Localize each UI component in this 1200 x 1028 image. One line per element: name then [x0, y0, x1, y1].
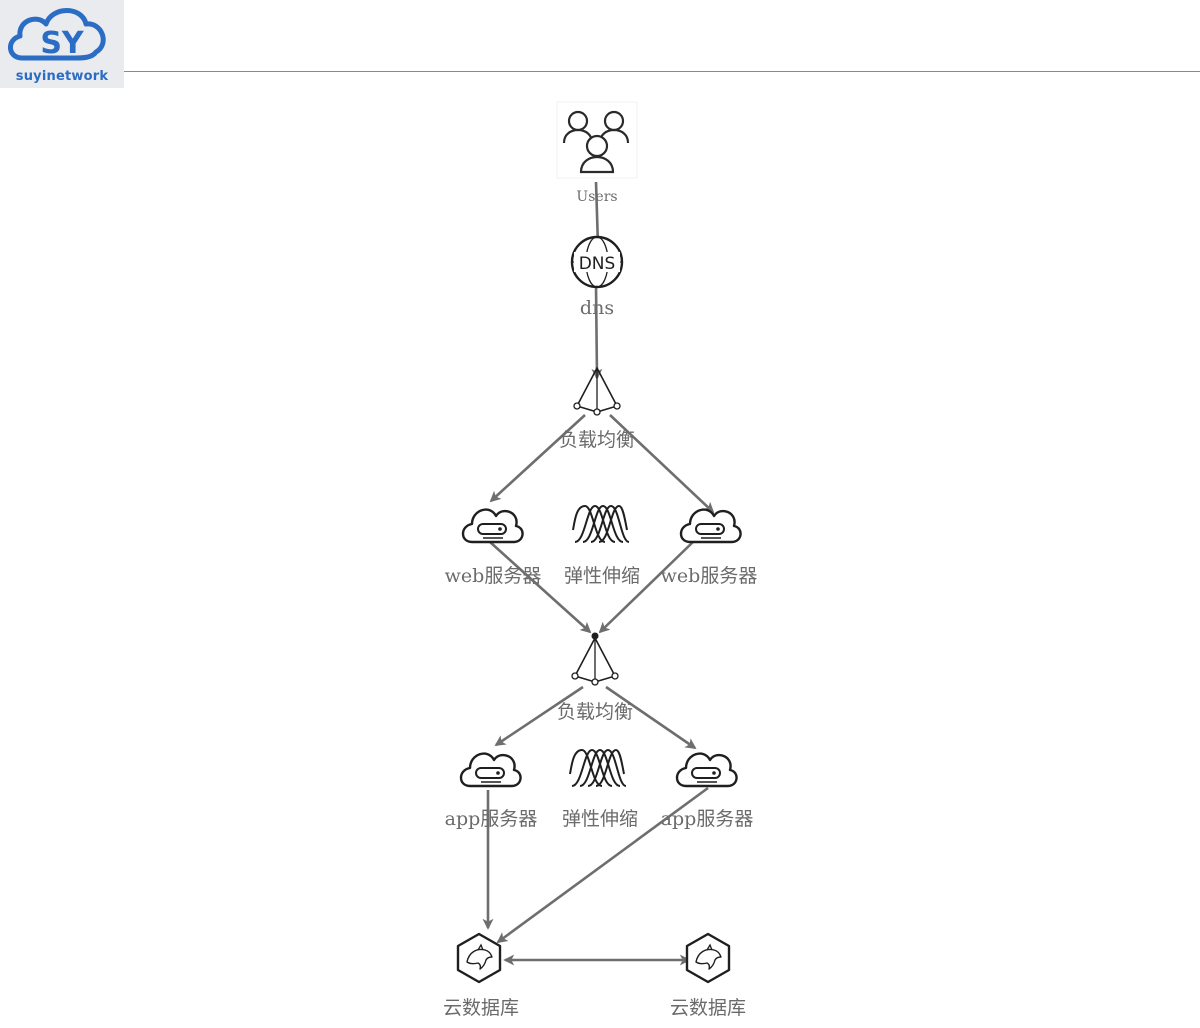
edge-web-left-lb2: [489, 541, 592, 634]
logo-mark: SY: [40, 26, 85, 61]
load-balancer-icon-1: [573, 367, 621, 416]
users-label: Users: [576, 189, 618, 205]
edges: [482, 181, 715, 966]
edge-dns-lb1: [591, 284, 603, 380]
cloud-database-right-label: 云数据库: [669, 997, 747, 1019]
edge-lb2-app-right: [605, 685, 697, 750]
app-server-right-icon: [675, 752, 738, 788]
edge-lb1-web-right: [609, 414, 715, 514]
edge-lb2-app-left: [494, 685, 584, 747]
auto-scaling-icon-1: [572, 505, 630, 543]
auto-scaling-icon-2: [569, 749, 627, 787]
junction-dot: [591, 632, 599, 640]
logo: SY suyinetwork: [0, 0, 124, 88]
app-server-right-label: app服务器: [660, 808, 754, 830]
web-server-right-icon: [679, 508, 742, 544]
cloud-logo-icon: SY: [8, 8, 106, 61]
load-balancer-label-2: 负载均衡: [556, 701, 634, 723]
load-balancer-label-1: 负载均衡: [558, 429, 636, 451]
logo-text: suyinetwork: [15, 69, 109, 84]
dns-label: dns: [579, 297, 615, 319]
edge-web-right-lb2: [598, 541, 694, 634]
dns-icon-text: DNS: [579, 254, 616, 274]
load-balancer-icon-2: [571, 637, 619, 686]
dns-globe-icon: DNS: [570, 235, 624, 289]
auto-scaling-label-2: 弹性伸缩: [561, 808, 639, 830]
cloud-database-right-icon: [685, 932, 731, 984]
app-server-left-label: app服务器: [444, 808, 538, 830]
edge-lb1-web-left: [489, 414, 586, 503]
web-server-left-label: web服务器: [444, 565, 542, 587]
web-server-left-icon: [461, 508, 524, 544]
users-icon: [556, 101, 638, 179]
auto-scaling-label-1: 弹性伸缩: [563, 565, 641, 587]
cloud-database-left-icon: [456, 932, 502, 984]
header-divider: [124, 71, 1200, 72]
cloud-database-left-label: 云数据库: [442, 997, 520, 1019]
web-server-right-label: web服务器: [660, 565, 758, 587]
edge-app-right-db: [496, 786, 709, 944]
app-server-left-icon: [459, 752, 522, 788]
edge-users-dns: [592, 181, 604, 248]
